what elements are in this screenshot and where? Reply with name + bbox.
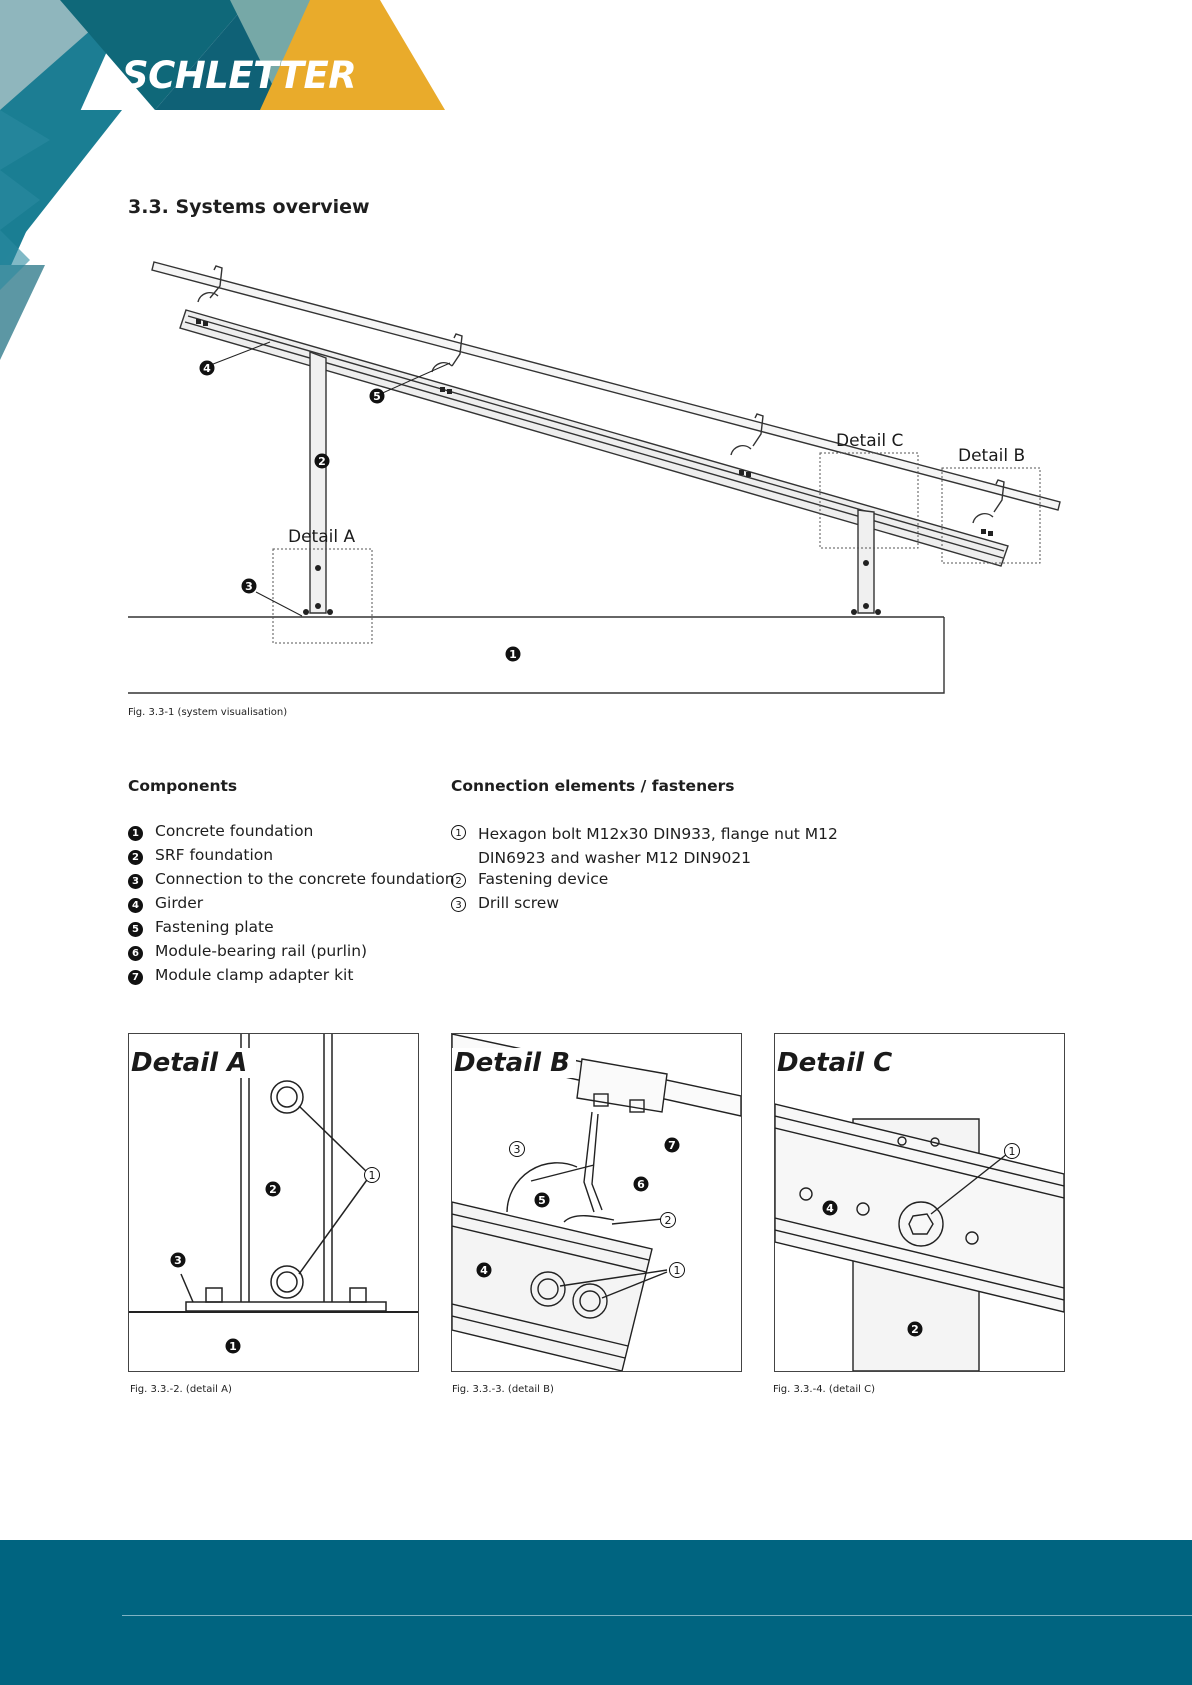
- svg-text:1: 1: [369, 1169, 376, 1182]
- svg-text:3: 3: [174, 1254, 182, 1267]
- system-illustration: 4 5 2 3 1: [128, 261, 1061, 694]
- figure-caption: Fig. 3.3-1 (system visualisation): [128, 707, 288, 718]
- list-item-text: Fastening device: [478, 870, 609, 888]
- footer-divider: [122, 1615, 1192, 1616]
- list-item: 1 Hexagon bolt M12x30 DIN933, flange nut …: [451, 822, 908, 870]
- list-item-text: Module clamp adapter kit: [155, 966, 354, 984]
- number-marker: 7: [128, 970, 143, 985]
- footer-band: [0, 1540, 1192, 1685]
- svg-text:2: 2: [269, 1183, 277, 1196]
- svg-text:1: 1: [509, 648, 517, 661]
- svg-text:2: 2: [911, 1323, 919, 1336]
- svg-text:3: 3: [245, 580, 253, 593]
- svg-text:4: 4: [826, 1202, 834, 1215]
- number-marker: 1: [451, 825, 466, 840]
- detail-a-label: Detail A: [288, 527, 356, 547]
- list-item-text: SRF foundation: [155, 846, 274, 864]
- detail-b-drawing: 7 6 5 4 3 2 1: [452, 1034, 741, 1371]
- svg-text:4: 4: [203, 362, 211, 375]
- components-heading: Components: [128, 777, 238, 795]
- brand-logo: SCHLETTER: [122, 54, 357, 97]
- detail-a-drawing: 2 3 1 1: [129, 1034, 418, 1354]
- detail-c-title: Detail C: [775, 1048, 899, 1078]
- svg-text:2: 2: [318, 455, 326, 468]
- detail-a-caption: Fig. 3.3.-2. (detail A): [130, 1384, 232, 1395]
- fasteners-heading: Connection elements / fasteners: [451, 777, 735, 795]
- list-item: 3 Drill screw: [451, 894, 908, 918]
- components-list: 1 Concrete foundation 2 SRF foundation 3 Co…: [128, 822, 455, 990]
- detail-b-figure: 7 6 5 4 3 2 1 Detail B: [451, 1033, 742, 1372]
- list-item: 3 Connection to the concrete foundation: [128, 870, 455, 894]
- list-item-text: Hexagon bolt M12x30 DIN933, flange nut M…: [478, 825, 838, 867]
- detail-c-label: Detail C: [836, 431, 904, 451]
- list-item-text: Concrete foundation: [155, 822, 314, 840]
- number-marker: 5: [128, 922, 143, 937]
- number-marker: 3: [451, 897, 466, 912]
- list-item: 1 Concrete foundation: [128, 822, 455, 846]
- svg-text:1: 1: [674, 1264, 681, 1277]
- detail-c-caption: Fig. 3.3.-4. (detail C): [773, 1384, 875, 1395]
- list-item-text: Fastening plate: [155, 918, 274, 936]
- detail-b-caption: Fig. 3.3.-3. (detail B): [452, 1384, 554, 1395]
- detail-c-figure: 4 2 1 Detail C: [774, 1033, 1065, 1372]
- section-title: 3.3. Systems overview: [128, 196, 370, 218]
- list-item-text: Module-bearing rail (purlin): [155, 942, 368, 960]
- detail-b-label: Detail B: [958, 446, 1026, 466]
- svg-text:7: 7: [668, 1139, 676, 1152]
- list-item: 2 Fastening device: [451, 870, 908, 894]
- svg-text:6: 6: [637, 1178, 645, 1191]
- svg-text:5: 5: [373, 390, 381, 403]
- list-item: 7 Module clamp adapter kit: [128, 966, 455, 990]
- number-marker: 2: [451, 873, 466, 888]
- svg-text:4: 4: [480, 1264, 488, 1277]
- number-marker: 1: [128, 826, 143, 841]
- list-item: 2 SRF foundation: [128, 846, 455, 870]
- list-item: 5 Fastening plate: [128, 918, 455, 942]
- list-item: 4 Girder: [128, 894, 455, 918]
- list-item-text: Girder: [155, 894, 204, 912]
- detail-a-title: Detail A: [129, 1048, 254, 1078]
- svg-text:2: 2: [665, 1214, 672, 1227]
- fasteners-list: 1 Hexagon bolt M12x30 DIN933, flange nut …: [451, 822, 908, 918]
- list-item-text: Connection to the concrete foundation: [155, 870, 455, 888]
- number-marker: 4: [128, 898, 143, 913]
- number-marker: 6: [128, 946, 143, 961]
- detail-b-title: Detail B: [452, 1048, 576, 1078]
- list-item-text: Drill screw: [478, 894, 559, 912]
- number-marker: 3: [128, 874, 143, 889]
- list-item: 6 Module-bearing rail (purlin): [128, 942, 455, 966]
- svg-text:1: 1: [1009, 1145, 1016, 1158]
- number-marker: 2: [128, 850, 143, 865]
- svg-text:3: 3: [514, 1143, 521, 1156]
- detail-c-drawing: 4 2 1: [775, 1103, 1064, 1371]
- header-decoration: [0, 0, 445, 360]
- svg-text:5: 5: [538, 1194, 546, 1207]
- detail-a-figure: 2 3 1 1 Detail A: [128, 1033, 419, 1372]
- svg-text:1: 1: [229, 1340, 237, 1353]
